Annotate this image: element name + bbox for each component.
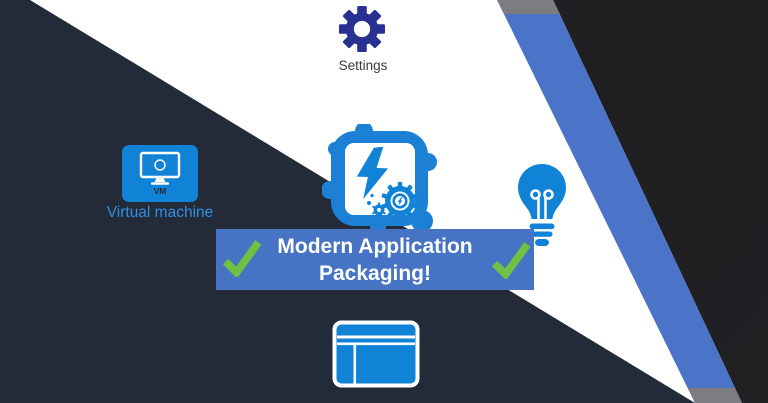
lightbulb-icon [518,164,566,246]
vm-badge-label: VM [153,186,167,196]
app-package-bolt-gear-icon [322,124,437,234]
settings-label: Settings [338,58,388,73]
virtual-machine-label: Virtual machine [106,204,214,221]
virtual-machine-icon: VM [122,145,198,202]
banner-title-line1: Modern Application [277,234,473,258]
banner-title-line2: Packaging! [318,261,432,285]
browser-window-icon [332,320,420,388]
title-banner: Modern Application Packaging! [216,229,534,290]
settings-gear-icon [339,6,385,52]
checkmark-icon [491,242,531,279]
monitor-icon [139,151,181,185]
checkmark-icon [222,240,262,277]
